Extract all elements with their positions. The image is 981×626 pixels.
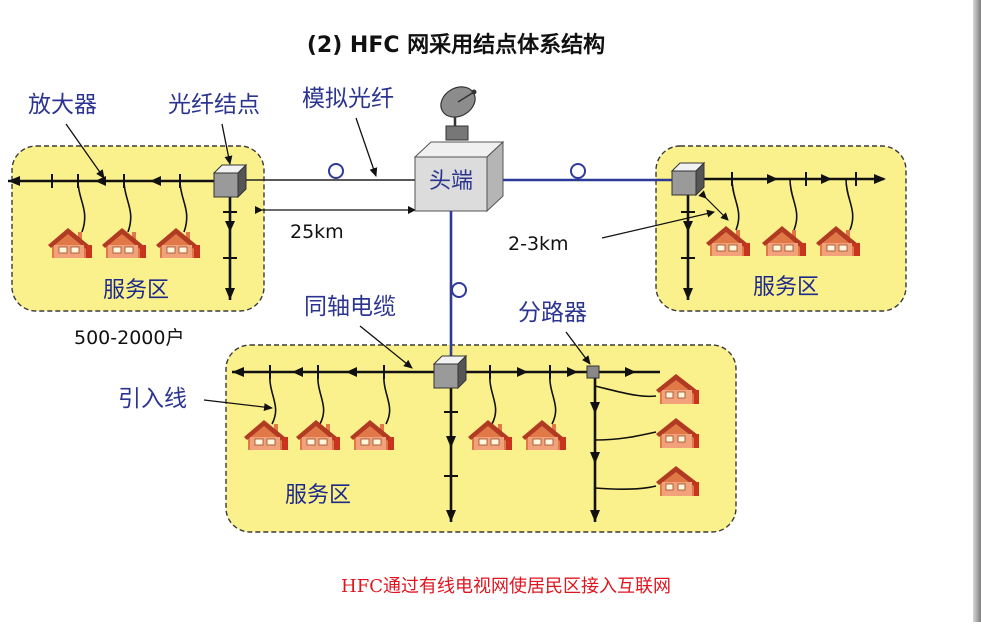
caption: HFC通过有线电视网使居民区接入互联网 [341, 576, 671, 597]
fiber-loop-icon [570, 163, 586, 179]
headend-icon [413, 140, 505, 213]
window-edge [973, 0, 981, 622]
fiber-loop-icon [451, 282, 467, 298]
label-amplifier: 放大器 [28, 92, 97, 118]
zone-label-bottom: 服务区 [285, 483, 351, 508]
headend-label: 头端 [429, 169, 473, 194]
label-splitter: 分路器 [518, 300, 587, 326]
distance-right: 2-3km [508, 233, 569, 255]
service-zone-left [11, 145, 265, 312]
right-coax-trunk [681, 172, 886, 300]
distance-left: 25km [290, 221, 344, 243]
fiber-node-left-icon [212, 163, 248, 199]
label-drop-line: 引入线 [118, 386, 187, 412]
zone-label-right: 服务区 [753, 275, 819, 300]
bottom-coax-trunk [232, 365, 660, 522]
fiber-node-right-icon [670, 161, 706, 197]
label-coax-cable: 同轴电缆 [304, 294, 396, 320]
label-analog-fiber: 模拟光纤 [302, 86, 394, 112]
zone-label-left: 服务区 [103, 278, 169, 303]
diagram-title: (2) HFC 网采用结点体系结构 [307, 32, 605, 58]
fiber-node-bottom-icon [432, 354, 468, 390]
satellite-dish-icon [440, 86, 477, 141]
splitter-icon [586, 365, 600, 379]
fiber-loop-icon [328, 163, 344, 179]
households-label: 500-2000户 [74, 327, 184, 349]
label-fiber-node: 光纤结点 [168, 92, 260, 118]
